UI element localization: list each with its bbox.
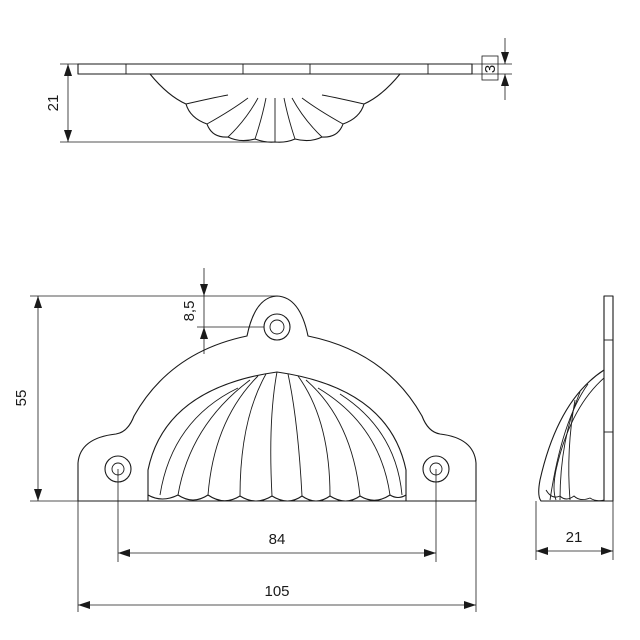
top-view-height-label: 21: [45, 95, 62, 112]
side-view-cup: [538, 369, 605, 502]
top-view-flange: [77, 63, 473, 75]
front-view-height-label: 55: [13, 390, 30, 407]
top-view-thickness-label: 3: [482, 65, 499, 73]
front-view-outline: [77, 295, 477, 502]
cup-outline: [147, 371, 407, 502]
hole-spacing-label: 84: [269, 531, 286, 548]
side-view-plate: [603, 295, 614, 502]
cup-scallops: [147, 494, 407, 502]
hole-offset-label: 8,5: [181, 301, 198, 322]
top-hole: [263, 313, 291, 341]
top-view: 21 3: [45, 38, 512, 143]
overall-width-label: 105: [264, 583, 289, 600]
side-view: 21: [535, 295, 614, 560]
front-view: 55 8,5 84 105: [13, 268, 477, 612]
side-view-depth-label: 21: [566, 529, 583, 546]
